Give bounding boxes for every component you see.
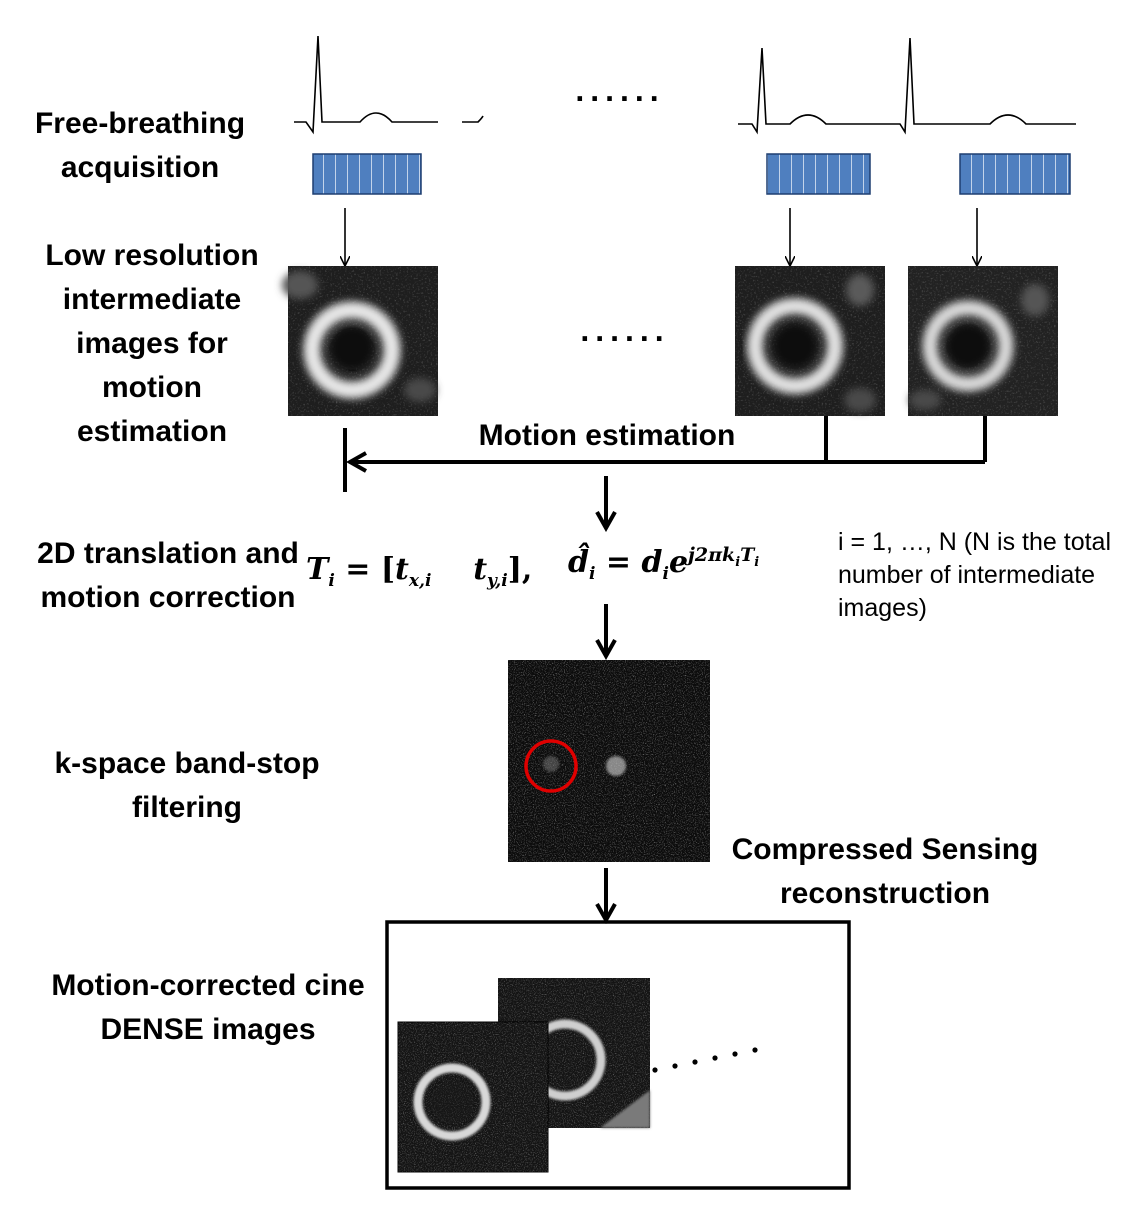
motion-estimation-connector <box>343 416 987 492</box>
band-stop-highlight-circle <box>524 739 578 793</box>
ecg-trace-1 <box>294 35 484 135</box>
label-final: Motion-corrected cine DENSE images <box>51 969 365 1046</box>
equation-note: i = 1, …, N (N is the total number of in… <box>838 528 1112 622</box>
ecg-trace-2 <box>738 37 1076 135</box>
low-res-image-2 <box>735 266 885 416</box>
label-cs-recon: Compressed Sensing reconstruction <box>731 833 1039 910</box>
equation-correction: d̂i = diej2πkiTi <box>568 544 760 584</box>
label-filtering: k-space band-stop filtering <box>54 747 320 824</box>
label-translation: 2D translation and motion correction <box>37 537 299 614</box>
label-low-res: Low resolution intermediate images for m… <box>45 239 259 448</box>
dense-image-front <box>397 1021 549 1173</box>
label-motion-estimation: Motion estimation <box>478 419 736 452</box>
ellipsis-ecg: ...... <box>575 72 665 108</box>
dense-continuation-dots <box>652 1047 758 1073</box>
equation-translation: Ti = [tx,i ty,i], <box>306 552 533 591</box>
ellipsis-images: ...... <box>580 312 670 348</box>
kspace-block-2 <box>766 153 871 195</box>
label-acquisition: Free-breathing acquisition <box>34 107 246 184</box>
kspace-block-1 <box>312 153 422 195</box>
kspace-filtered-image <box>508 660 710 862</box>
kspace-block-3 <box>959 153 1071 195</box>
low-res-image-3 <box>908 266 1058 416</box>
low-res-image-1 <box>282 266 438 416</box>
final-images-box <box>385 920 851 1190</box>
